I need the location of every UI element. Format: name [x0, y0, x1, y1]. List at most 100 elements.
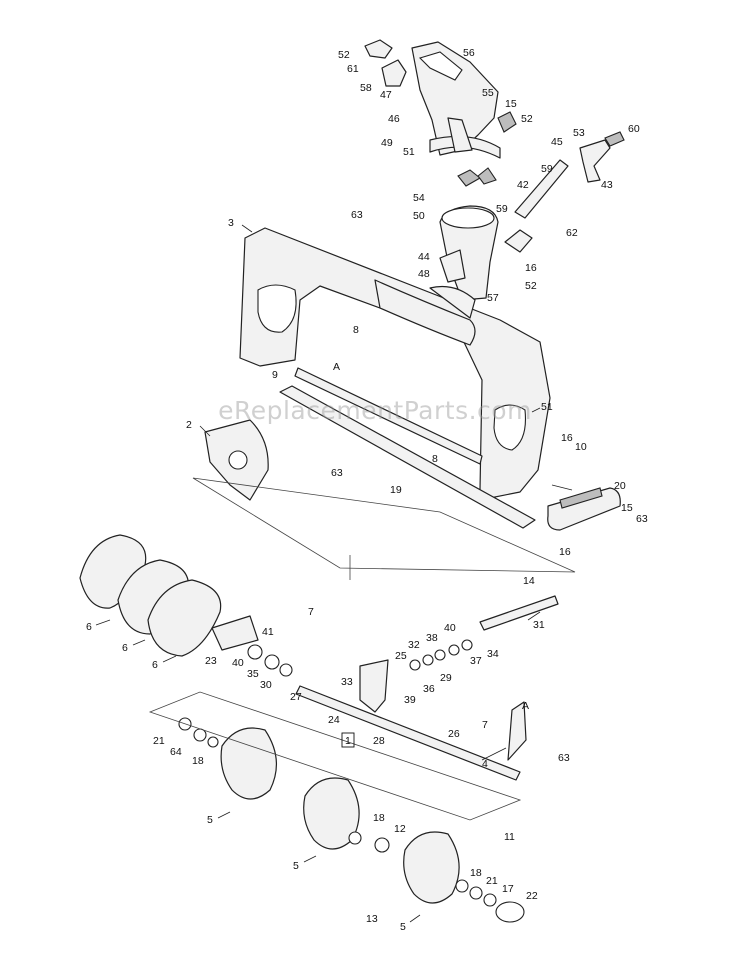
callout-21: 21: [486, 875, 498, 887]
callout-18: 18: [373, 812, 385, 824]
callout-25: 25: [395, 650, 407, 662]
chute-deflector-bracket: [364, 39, 517, 133]
callout-46: 46: [388, 113, 400, 125]
callout-7: 7: [308, 606, 314, 618]
callout-51: 51: [541, 401, 553, 413]
callout-A: A: [333, 361, 340, 373]
callout-2: 2: [186, 419, 192, 431]
callout-16: 16: [559, 546, 571, 558]
callout-8: 8: [353, 324, 359, 336]
callout-62: 62: [566, 227, 578, 239]
callout-30: 30: [260, 679, 272, 691]
callout-5: 5: [400, 921, 406, 933]
callout-12: 12: [394, 823, 406, 835]
callout-17: 17: [502, 883, 514, 895]
callout-63: 63: [636, 513, 648, 525]
side-plate-bearing: [204, 419, 269, 501]
callout-13: 13: [366, 913, 378, 925]
callout-5: 5: [207, 814, 213, 826]
callout-44: 44: [418, 251, 430, 263]
callout-32: 32: [408, 639, 420, 651]
callout-58: 58: [360, 82, 372, 94]
callout-33: 33: [341, 676, 353, 688]
callout-37: 37: [470, 655, 482, 667]
auger-housing: [239, 227, 551, 499]
callout-51: 51: [403, 146, 415, 158]
callout-59: 59: [541, 163, 553, 175]
callout-8: 8: [432, 453, 438, 465]
callout-28: 28: [373, 735, 385, 747]
auger-flights-upper: [79, 534, 259, 657]
callout-52: 52: [338, 49, 350, 61]
callout-21: 21: [153, 735, 165, 747]
callout-34: 34: [487, 648, 499, 660]
callout-63: 63: [351, 209, 363, 221]
callout-43: 43: [601, 179, 613, 191]
callout-10: 10: [575, 441, 587, 453]
callout-59: 59: [496, 203, 508, 215]
callout-42: 42: [517, 179, 529, 191]
callout-23: 23: [205, 655, 217, 667]
callout-40: 40: [232, 657, 244, 669]
callout-14: 14: [523, 575, 535, 587]
callout-18: 18: [192, 755, 204, 767]
callout-5: 5: [293, 860, 299, 872]
callout-16: 16: [525, 262, 537, 274]
leader-lines: [95, 224, 573, 923]
callout-54: 54: [413, 192, 425, 204]
scraper-bar: [279, 367, 536, 529]
callout-35: 35: [247, 668, 259, 680]
callout-27: 27: [290, 691, 302, 703]
callout-15: 15: [505, 98, 517, 110]
callout-49: 49: [381, 137, 393, 149]
chute-base-ring: [439, 167, 499, 301]
callout-16: 16: [561, 432, 573, 444]
callout-6: 6: [86, 621, 92, 633]
callout-55: 55: [482, 87, 494, 99]
callout-63: 63: [331, 467, 343, 479]
callout-56: 56: [463, 47, 475, 59]
callout-61: 61: [347, 63, 359, 75]
callout-40: 40: [444, 622, 456, 634]
discharge-chute: [411, 41, 501, 159]
callout-38: 38: [426, 632, 438, 644]
callout-18: 18: [470, 867, 482, 879]
callout-A: A: [522, 700, 529, 712]
callout-64: 64: [170, 746, 182, 758]
callout-7: 7: [482, 719, 488, 731]
callout-6: 6: [122, 642, 128, 654]
callout-53: 53: [573, 127, 585, 139]
callout-57: 57: [487, 292, 499, 304]
callout-1: 1: [345, 735, 351, 747]
callout-50: 50: [413, 210, 425, 222]
callout-9: 9: [272, 369, 278, 381]
callout-3: 3: [228, 217, 234, 229]
callout-22: 22: [526, 890, 538, 902]
callout-19: 19: [390, 484, 402, 496]
callout-47: 47: [380, 89, 392, 101]
callout-31: 31: [533, 619, 545, 631]
callout-labels: 52 61 56 58 47 55 46 15 52 49 51 45 53 6…: [86, 47, 648, 933]
callout-26: 26: [448, 728, 460, 740]
chute-crank-bracket: [504, 131, 625, 253]
skid-shoe: [547, 487, 621, 531]
callout-4: 4: [482, 758, 488, 770]
callout-52: 52: [521, 113, 533, 125]
callout-15: 15: [621, 502, 633, 514]
callout-20: 20: [614, 480, 626, 492]
callout-39: 39: [404, 694, 416, 706]
callout-60: 60: [628, 123, 640, 135]
callout-29: 29: [440, 672, 452, 684]
auger-bearings: [247, 639, 473, 677]
auger-flights-lower: [178, 701, 527, 923]
callout-52: 52: [525, 280, 537, 292]
guide-lines: [148, 477, 576, 821]
callout-48: 48: [418, 268, 430, 280]
callout-11: 11: [504, 831, 515, 843]
callout-41: 41: [262, 626, 274, 638]
callout-24: 24: [328, 714, 340, 726]
callout-63: 63: [558, 752, 570, 764]
callout-36: 36: [423, 683, 435, 695]
callout-6: 6: [152, 659, 158, 671]
